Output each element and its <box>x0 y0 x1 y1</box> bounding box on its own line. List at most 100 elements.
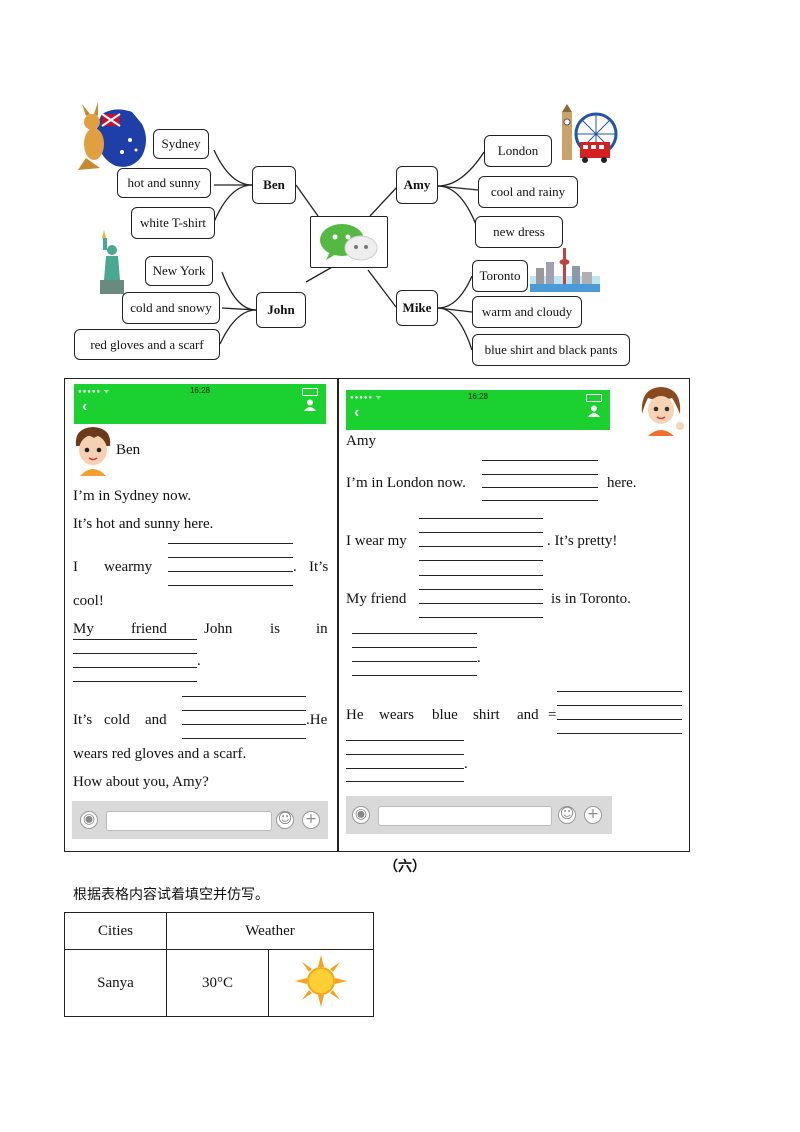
amy-clothes-box: new dress <box>475 216 563 248</box>
blank-line[interactable] <box>352 633 477 634</box>
blank-line[interactable] <box>419 560 543 561</box>
weather-table: Cities Weather Sanya 30°C <box>64 912 374 1017</box>
blank-line[interactable] <box>168 571 293 572</box>
blank-line[interactable] <box>168 557 293 558</box>
ben-clothes-label: white T-shirt <box>139 215 207 230</box>
amy-line-2: I wear my <box>346 533 407 549</box>
mike-name-box: Mike <box>396 290 438 326</box>
ben-line-7-word: .He <box>306 712 328 728</box>
ben-line-5-word: friend <box>131 621 167 637</box>
status-time-left: 16:28 <box>189 386 211 395</box>
back-icon[interactable]: ‹ <box>354 404 360 421</box>
blank-line[interactable] <box>419 546 543 547</box>
table-cell-icon <box>268 949 374 1017</box>
blank-line[interactable] <box>482 500 598 501</box>
blank-line[interactable] <box>419 575 543 576</box>
john-weather-box: cold and snowy <box>122 292 220 324</box>
blank-line[interactable] <box>482 460 598 461</box>
ben-line-7-word: and <box>145 712 167 728</box>
emoji-icon[interactable]: ☺ <box>276 811 294 829</box>
blank-line[interactable] <box>419 603 543 604</box>
blank-line[interactable] <box>73 667 197 668</box>
ben-sender-name: Ben <box>116 442 141 458</box>
blank-line[interactable] <box>182 710 306 711</box>
blank-line[interactable] <box>346 740 464 741</box>
blank-line[interactable] <box>419 617 543 618</box>
mike-weather-box: warm and cloudy <box>472 296 582 328</box>
message-input-right[interactable] <box>378 806 552 826</box>
blank-line[interactable] <box>346 754 464 755</box>
voice-icon[interactable]: ◉ <box>80 811 98 829</box>
mike-clothes-label: blue shirt and black pants <box>484 342 618 357</box>
blank-line[interactable] <box>168 585 293 586</box>
blank-line[interactable] <box>419 589 543 590</box>
contact-icon[interactable] <box>304 399 316 411</box>
blank-line[interactable] <box>346 768 464 769</box>
john-city-label: New York <box>152 263 206 278</box>
blank-line[interactable] <box>482 474 598 475</box>
contact-icon[interactable] <box>588 405 600 417</box>
ben-line-5-word: in <box>316 621 328 637</box>
amy-line-5-word: blue <box>432 707 458 723</box>
amy-line-3-end: is in Toronto. <box>551 591 631 607</box>
ben-city-box: Sydney <box>153 129 209 159</box>
instruction-text: 根据表格内容试着填空并仿写。 <box>73 887 269 903</box>
blank-line[interactable] <box>182 724 306 725</box>
blank-line[interactable] <box>557 691 682 692</box>
blank-line[interactable] <box>346 781 464 782</box>
blank-line[interactable] <box>419 518 543 519</box>
signal-icon: ●●●●● ᯤ <box>350 395 383 401</box>
add-icon[interactable]: + <box>584 806 602 824</box>
center-box <box>310 216 388 268</box>
chat-panel-ben <box>64 378 338 852</box>
amy-line-3: My friend <box>346 591 407 607</box>
signal-icon: ●●●●● ᯤ <box>78 389 111 395</box>
mike-city-label: Toronto <box>479 268 521 283</box>
amy-weather-box: cool and rainy <box>478 176 578 208</box>
john-city-box: New York <box>145 256 213 286</box>
blank-line[interactable] <box>352 647 477 648</box>
john-name-box: John <box>256 292 306 328</box>
amy-line-5-word: and <box>517 707 539 723</box>
blank-line[interactable] <box>557 719 682 720</box>
back-icon[interactable]: ‹ <box>82 398 88 415</box>
add-icon[interactable]: + <box>302 811 320 829</box>
blank-line[interactable] <box>73 653 197 654</box>
john-weather-label: cold and snowy <box>130 300 212 315</box>
ben-line-7-word: cold <box>104 712 130 728</box>
mike-name-label: Mike <box>402 300 432 315</box>
amy-line-4-period: . <box>477 650 481 666</box>
emoji-icon[interactable]: ☺ <box>558 806 576 824</box>
ben-line-6-period: . <box>197 653 201 669</box>
blank-line[interactable] <box>352 661 477 662</box>
table-cell-city: Sanya <box>64 949 167 1017</box>
voice-icon[interactable]: ◉ <box>352 806 370 824</box>
blank-line[interactable] <box>73 681 197 682</box>
amy-name-label: Amy <box>403 177 431 192</box>
mike-weather-label: warm and cloudy <box>481 304 573 319</box>
blank-line[interactable] <box>352 675 477 676</box>
status-bar-right: ●●●●● ᯤ 16:28 ‹ <box>346 390 610 430</box>
ben-line-5-word: My <box>73 621 94 637</box>
table-cell-temp: 30°C <box>166 949 269 1017</box>
message-input-left[interactable] <box>106 811 272 831</box>
blank-line[interactable] <box>482 487 598 488</box>
amy-avatar <box>641 387 684 436</box>
table-header-weather: Weather <box>166 912 374 950</box>
blank-line[interactable] <box>557 705 682 706</box>
ben-city-label: Sydney <box>161 136 201 151</box>
mike-city-box: Toronto <box>472 260 528 292</box>
amy-line-1-end: here. <box>607 475 637 491</box>
john-clothes-label: red gloves and a scarf <box>90 336 204 352</box>
battery-icon <box>302 388 318 396</box>
ben-line-9: How about you, Amy? <box>73 774 209 790</box>
blank-line[interactable] <box>182 696 306 697</box>
blank-line[interactable] <box>73 639 197 640</box>
blank-line[interactable] <box>419 532 543 533</box>
amy-name-box: Amy <box>396 166 438 204</box>
blank-line[interactable] <box>182 738 306 739</box>
amy-line-6-period: . <box>464 756 468 772</box>
ben-name-box: Ben <box>252 166 296 204</box>
blank-line[interactable] <box>168 543 293 544</box>
blank-line[interactable] <box>557 733 682 734</box>
